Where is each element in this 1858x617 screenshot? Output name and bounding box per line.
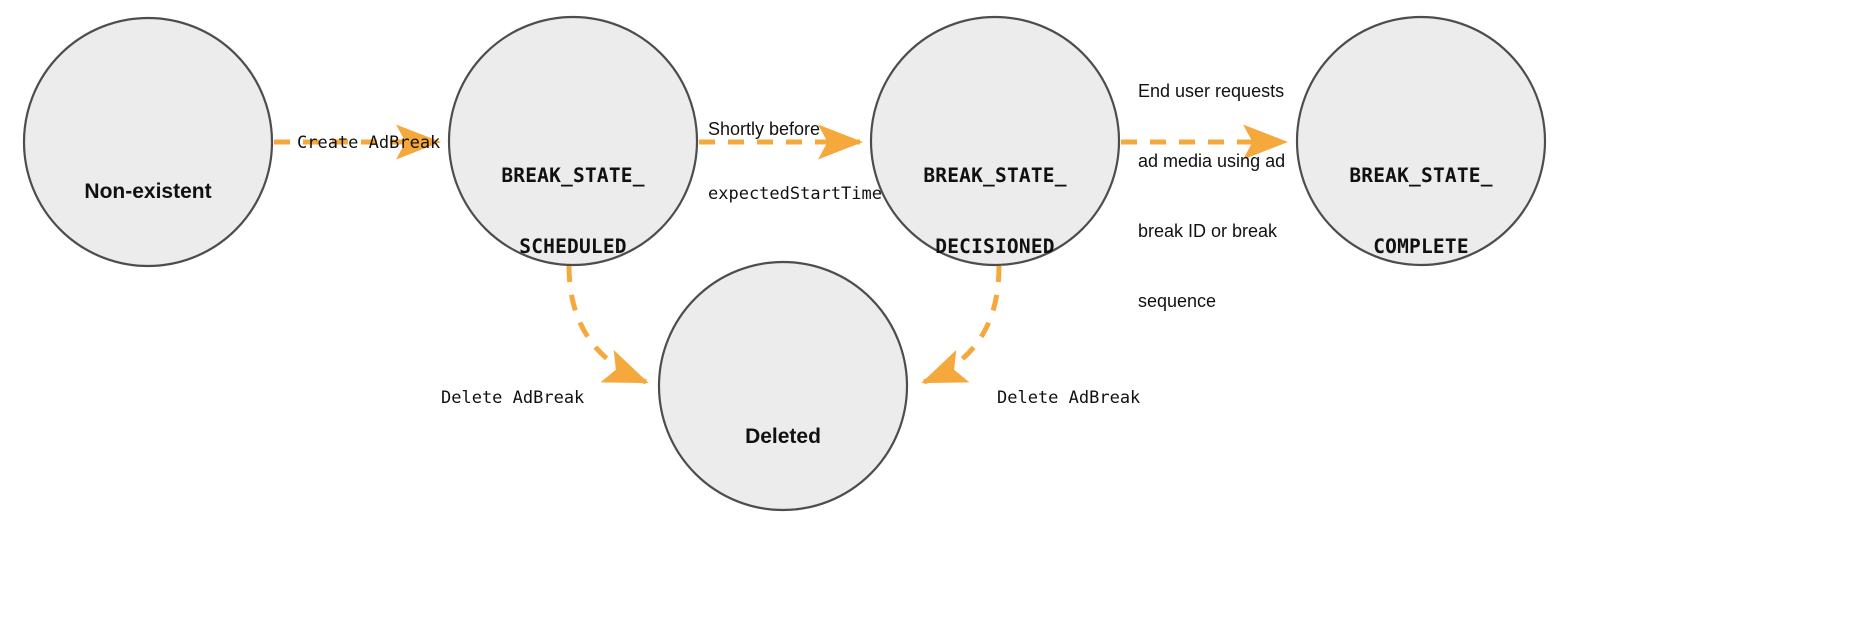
node-deleted[interactable] bbox=[657, 260, 909, 512]
node-break-state-decisioned[interactable] bbox=[869, 15, 1121, 267]
node-break-state-complete[interactable] bbox=[1295, 15, 1547, 267]
edge-delete-adbreak-from-scheduled bbox=[566, 265, 649, 385]
node-non-existent[interactable] bbox=[22, 16, 274, 268]
node-break-state-scheduled[interactable] bbox=[447, 15, 699, 267]
edge-delete-adbreak-from-decisioned bbox=[921, 265, 1002, 385]
